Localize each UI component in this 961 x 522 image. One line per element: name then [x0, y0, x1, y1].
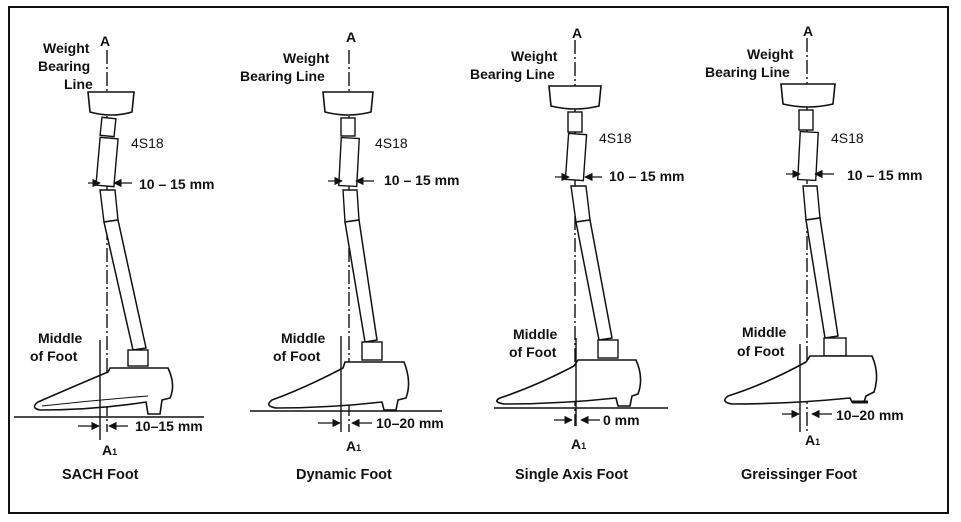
ankle-adapter — [823, 337, 847, 357]
offset-label: 10 – 15 mm — [139, 176, 215, 192]
clamp-lower — [99, 189, 119, 223]
part-code: 4S18 — [375, 135, 408, 151]
ankle-adapter — [361, 341, 383, 361]
clamp-lower — [342, 189, 360, 223]
weight-label-line-2: Bearing Line — [470, 66, 555, 82]
bottom-offset-label: 10–20 mm — [376, 415, 444, 431]
pylon-tube — [103, 219, 147, 351]
a1-label: A1 — [102, 442, 117, 458]
a1-label: A1 — [346, 438, 361, 454]
axis-label-a: A — [346, 29, 356, 45]
middle-of-foot-label-1: Middle — [513, 326, 558, 342]
pyramid-adapter — [798, 109, 814, 131]
weight-label-line-2: Bearing — [38, 58, 90, 74]
tube-clamp — [797, 130, 819, 182]
panel-sach-foot: A Weight Bearing Line 4S18 10 – 15 mm Mi… — [14, 33, 215, 483]
weight-label-line-1: Weight — [511, 48, 558, 64]
weight-label-line-2: Bearing Line — [705, 64, 790, 80]
bottom-offset-label: 10–20 mm — [836, 407, 904, 423]
single-axis-foot — [496, 359, 642, 407]
middle-of-foot-label-2: of Foot — [30, 348, 78, 364]
pylon-tube — [344, 219, 378, 343]
a1-label: A1 — [571, 436, 586, 452]
ankle-adapter — [597, 339, 619, 359]
pylon-tube — [805, 217, 839, 339]
part-code: 4S18 — [131, 135, 164, 151]
socket-adapter — [548, 85, 602, 110]
weight-label-line-3: Line — [64, 76, 93, 92]
diagram-frame — [8, 6, 949, 514]
tube-clamp — [338, 136, 360, 188]
bottom-offset-label: 10–15 mm — [135, 418, 203, 434]
offset-label: 10 – 15 mm — [609, 168, 685, 184]
middle-of-foot-label-1: Middle — [38, 330, 83, 346]
axis-label-a: A — [100, 33, 110, 49]
axis-label-a: A — [803, 23, 813, 39]
a1-label: A1 — [805, 432, 820, 448]
panel-title: SACH Foot — [62, 467, 139, 483]
middle-of-foot-label-2: of Foot — [737, 343, 785, 359]
sach-foot — [33, 367, 174, 415]
middle-of-foot-label-2: of Foot — [509, 344, 557, 360]
panel-single-axis-foot: A Weight Bearing Line 4S18 10 – 15 mm Mi… — [470, 25, 685, 483]
middle-of-foot-label-1: Middle — [742, 324, 787, 340]
socket-adapter — [322, 91, 374, 116]
pyramid-adapter — [99, 116, 117, 138]
middle-of-foot-label-2: of Foot — [273, 348, 321, 364]
weight-label-line-1: Weight — [747, 46, 794, 62]
offset-label: 10 – 15 mm — [384, 172, 460, 188]
part-code: 4S18 — [599, 130, 632, 146]
pyramid-adapter — [567, 111, 583, 133]
dynamic-foot — [268, 361, 410, 411]
ankle-adapter — [127, 349, 149, 367]
clamp-lower — [802, 185, 821, 221]
panel-title: Dynamic Foot — [296, 467, 392, 483]
offset-label: 10 – 15 mm — [847, 167, 923, 183]
pyramid-adapter — [340, 117, 356, 137]
tube-clamp — [564, 132, 588, 182]
socket-adapter — [87, 91, 135, 116]
panel-title: Single Axis Foot — [515, 467, 628, 483]
panel-title: Greissinger Foot — [741, 467, 857, 483]
middle-of-foot-label-1: Middle — [281, 330, 326, 346]
socket-adapter — [780, 83, 836, 108]
tube-clamp — [95, 136, 119, 188]
panel-greissinger-foot: A Weight Bearing Line 4S18 10 – 15 mm Mi… — [705, 23, 923, 483]
axis-label-a: A — [572, 25, 582, 41]
weight-label-line-1: Weight — [283, 50, 330, 66]
weight-label-line-1: Weight — [43, 40, 90, 56]
panel-dynamic-foot: A Weight Bearing Line 4S18 10 – 15 mm Mi… — [240, 29, 460, 483]
bottom-offset-label: 0 mm — [603, 412, 640, 428]
clamp-lower — [570, 185, 591, 223]
part-code: 4S18 — [831, 130, 864, 146]
pylon-tube — [575, 219, 613, 341]
weight-label-line-2: Bearing Line — [240, 68, 325, 84]
